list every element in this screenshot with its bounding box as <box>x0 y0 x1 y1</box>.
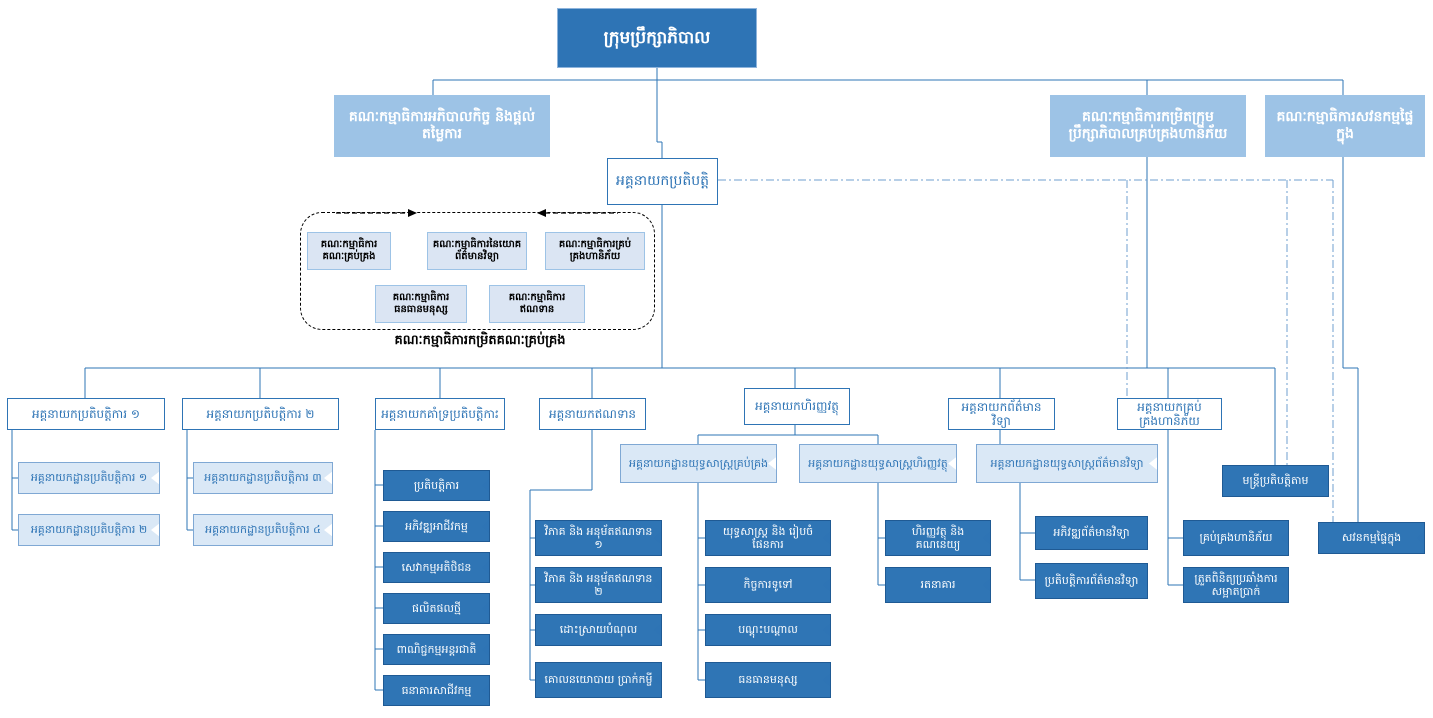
it-sub-strategy: អគ្គនាយកដ្ឋានយុទ្ធសាស្ត្រព័ត៌មានវិទ្យា <box>976 444 1158 483</box>
finance-sub-strategy-finance: អគ្គនាយកដ្ឋានយុទ្ធសាស្ត្រហិរញ្ញវត្ថុ <box>799 444 957 483</box>
risk-unit-1: គ្រប់គ្រងហានិភ័យ <box>1183 520 1289 556</box>
support-unit-5: ពាណិជ្ជកម្មអន្តរជាតិ <box>383 634 490 665</box>
finance-unit-a3: បណ្ដុះបណ្ដាល <box>705 614 831 646</box>
credit-unit-1: វិភាគ និង អនុម័តឥណទាន ១ <box>535 520 662 556</box>
director-it: អគ្គនាយកព័ត៌មានវិទ្យា <box>948 398 1055 430</box>
risk-committee: គណៈកម្មាធិការកម្រិតក្រុមប្រឹក្សាភិបាលគ្រ… <box>1050 95 1246 157</box>
support-unit-2: អភិវឌ្ឍអាជីវកម្ម <box>383 511 490 542</box>
management-committee-5: គណៈកម្មាធិការឥណទាន <box>489 285 585 323</box>
support-unit-3: សេវាកម្មអតិថិជន <box>383 552 490 583</box>
risk-unit-2: ត្រួតពិនិត្យប្រឆាំងការសម្អាតប្រាក់ <box>1183 567 1289 603</box>
board-of-directors: ក្រុមប្រឹក្សាភិបាល <box>557 8 757 68</box>
internal-audit: សវនកម្មផ្ទៃក្នុង <box>1318 522 1425 554</box>
director-operations-2: អគ្គនាយកប្រតិបត្តិការ ២ <box>182 398 339 430</box>
finance-unit-b2: រតនាគារ <box>885 567 991 603</box>
director-2-sub-2: អគ្គនាយកដ្ឋានប្រតិបត្តិការ ៤ <box>193 514 333 546</box>
management-committees-group <box>300 212 655 330</box>
finance-unit-a4: ធនធានមនុស្ស <box>705 662 831 698</box>
it-unit-2: ប្រតិបត្តិការព័ត៌មានវិទ្យា <box>1035 563 1148 599</box>
compliance-officer: មន្ត្រីប្រតិបត្តិតាម <box>1222 465 1329 497</box>
finance-unit-a2: កិច្ចការទូទៅ <box>705 567 831 603</box>
support-unit-1: ប្រតិបត្តិការ <box>383 470 490 501</box>
management-committees-title: គណៈកម្មាធិការកម្រិតគណៈគ្រប់គ្រង <box>394 333 566 348</box>
management-committee-4: គណៈកម្មាធិការធនធានមនុស្ស <box>375 285 467 323</box>
risk-committee-label: គណៈកម្មាធិការកម្រិតក្រុមប្រឹក្សាភិបាលគ្រ… <box>1068 109 1228 142</box>
director-2-sub-1: អគ្គនាយកដ្ឋានប្រតិបត្តិការ ៣ <box>193 462 333 494</box>
director-operations-support: អគ្គនាយកគាំទ្រប្រតិបត្តិការ <box>375 398 505 430</box>
director-finance: អគ្គនាយកហិរញ្ញវត្ថុ <box>744 388 850 425</box>
director-1-sub-2: អគ្គនាយកដ្ឋានប្រតិបត្តិការ ២ <box>18 514 160 546</box>
governance-committee-label: គណៈកម្មាធិការអភិបាលកិច្ច និងផ្តល់តម្លៃកា… <box>348 109 536 142</box>
credit-unit-3: ដោះស្រាយបំណុល <box>535 614 662 646</box>
ceo-label: អគ្គនាយកប្រតិបត្តិ <box>615 173 710 190</box>
director-operations-1: អគ្គនាយកប្រតិបត្តិការ ១ <box>7 398 165 430</box>
finance-sub-strategy-management: អគ្គនាយកដ្ឋានយុទ្ធសាស្ត្រគ្រប់គ្រង <box>620 444 777 483</box>
director-risk: អគ្គនាយកគ្រប់គ្រងហានិភ័យ <box>1117 398 1222 430</box>
board-label: ក្រុមប្រឹក្សាភិបាល <box>603 27 711 48</box>
finance-unit-a1: យុទ្ធសាស្ត្រ និង រៀបចំផែនការ <box>705 520 831 556</box>
management-committee-2: គណៈកម្មាធិការនៃយោគព័ត៌មានវិទ្យា <box>427 232 527 270</box>
credit-unit-4: គោលនយោបាយ ប្រាក់កម្ចី <box>535 662 662 698</box>
finance-unit-b1: ហិរញ្ញវត្ថុ និង គណនេយ្យ <box>885 520 991 556</box>
support-unit-6: ធនាគារសាជីវកម្ម <box>383 675 490 706</box>
audit-committee-label: គណៈកម្មាធិការសវនកម្មផ្ទៃក្នុង <box>1276 109 1414 142</box>
director-1-sub-1: អគ្គនាយកដ្ឋានប្រតិបត្តិការ ១ <box>18 462 160 494</box>
it-unit-1: អភិវឌ្ឍព័ត៌មានវិទ្យា <box>1035 516 1148 550</box>
support-unit-4: ផលិតផលថ្មី <box>383 593 490 624</box>
audit-committee: គណៈកម្មាធិការសវនកម្មផ្ទៃក្នុង <box>1265 95 1425 157</box>
management-committee-1: គណៈកម្មាធិការគណៈគ្រប់គ្រង <box>307 232 391 270</box>
governance-committee: គណៈកម្មាធិការអភិបាលកិច្ច និងផ្តល់តម្លៃកា… <box>334 95 550 157</box>
management-committee-3: គណៈកម្មាធិការគ្រប់គ្រងហានិភ័យ <box>545 232 645 270</box>
credit-unit-2: វិភាគ និង អនុម័តឥណទាន ២ <box>535 567 662 603</box>
ceo-box: អគ្គនាយកប្រតិបត្តិ <box>607 158 718 205</box>
director-credit: អគ្គនាយកឥណទាន <box>539 398 646 430</box>
